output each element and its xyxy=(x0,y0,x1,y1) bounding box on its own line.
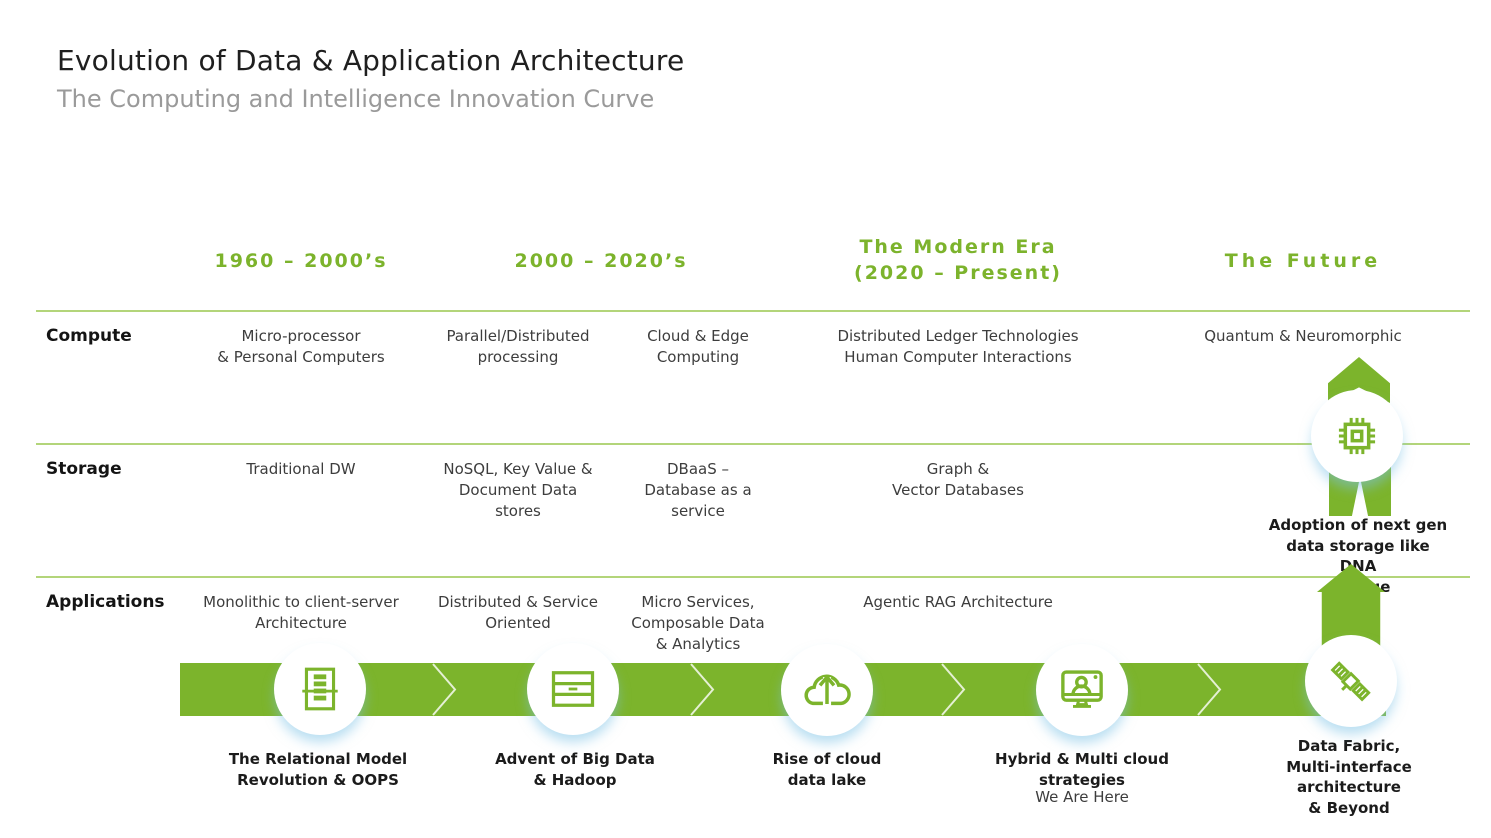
divider-line-storage xyxy=(36,443,1470,445)
cell-storage-2: NoSQL, Key Value & Document Data stores xyxy=(443,460,593,520)
row-label-storage: Storage xyxy=(46,459,122,479)
cell-applications-3: Micro Services, Composable Data & Analyt… xyxy=(631,593,765,653)
cell-compute-5: Quantum & Neuromorphic xyxy=(1204,327,1402,345)
milestone-label-cloud: Rise of cloud data lake xyxy=(772,750,882,789)
era-header-modern-era: The Modern Era (2020 – Present) xyxy=(854,236,1062,284)
cell-applications-4: Agentic RAG Architecture xyxy=(863,593,1053,611)
relational-table-icon xyxy=(302,667,338,711)
chip-icon xyxy=(1338,417,1376,455)
page-subtitle: The Computing and Intelligence Innovatio… xyxy=(57,85,655,113)
cloud-upload-icon xyxy=(804,674,851,707)
milestone-label-relational: The Relational Model Revolution & OOPS xyxy=(228,750,408,789)
cell-compute-4: Distributed Ledger Technologies Human Co… xyxy=(837,327,1079,366)
chevron-right-icon xyxy=(941,663,966,716)
cell-storage-1: Traditional DW xyxy=(246,460,356,478)
milestone-circle-hybridcloud xyxy=(1036,644,1128,736)
milestone-circle-datafabric xyxy=(1305,635,1397,727)
video-conference-icon xyxy=(1061,670,1103,708)
row-label-compute: Compute xyxy=(46,326,132,346)
cell-storage-3: DBaaS – Database as a service xyxy=(644,460,752,520)
cell-applications-2: Distributed & Service Oriented xyxy=(437,593,599,632)
milestone-circle-cloud xyxy=(781,644,873,736)
milestone-label-datafabric: Data Fabric, Multi-interface architectur… xyxy=(1286,737,1412,817)
we-are-here-label: We Are Here xyxy=(1035,788,1129,806)
row-label-applications: Applications xyxy=(46,592,165,612)
cell-applications-1: Monolithic to client-server Architecture xyxy=(203,593,399,632)
cell-storage-4: Graph & Vector Databases xyxy=(892,460,1024,499)
cell-compute-2: Parallel/Distributed processing xyxy=(446,327,590,366)
cell-compute-1: Micro-processor & Personal Computers xyxy=(217,327,385,366)
era-header-1960-2000: 1960 – 2000’s xyxy=(214,250,388,272)
milestone-circle-chip xyxy=(1311,390,1403,482)
page-title: Evolution of Data & Application Architec… xyxy=(57,44,685,77)
big-data-server-icon xyxy=(551,671,595,707)
cell-compute-3: Cloud & Edge Computing xyxy=(647,327,749,366)
era-header-2000-2020: 2000 – 2020’s xyxy=(514,250,688,272)
chevron-right-icon xyxy=(690,663,715,716)
divider-line-applications xyxy=(36,576,1470,578)
satellite-icon xyxy=(1330,661,1371,702)
divider-line-compute xyxy=(36,310,1470,312)
milestone-label-bigdata: Advent of Big Data & Hadoop xyxy=(495,750,655,789)
chevron-right-icon xyxy=(432,663,457,716)
milestone-label-hybridcloud: Hybrid & Multi cloud strategies xyxy=(995,750,1169,789)
milestone-circle-relational xyxy=(274,643,366,735)
chevron-right-icon xyxy=(1197,663,1222,716)
milestone-circle-bigdata xyxy=(527,643,619,735)
era-header-the-future: The Future xyxy=(1224,250,1382,272)
